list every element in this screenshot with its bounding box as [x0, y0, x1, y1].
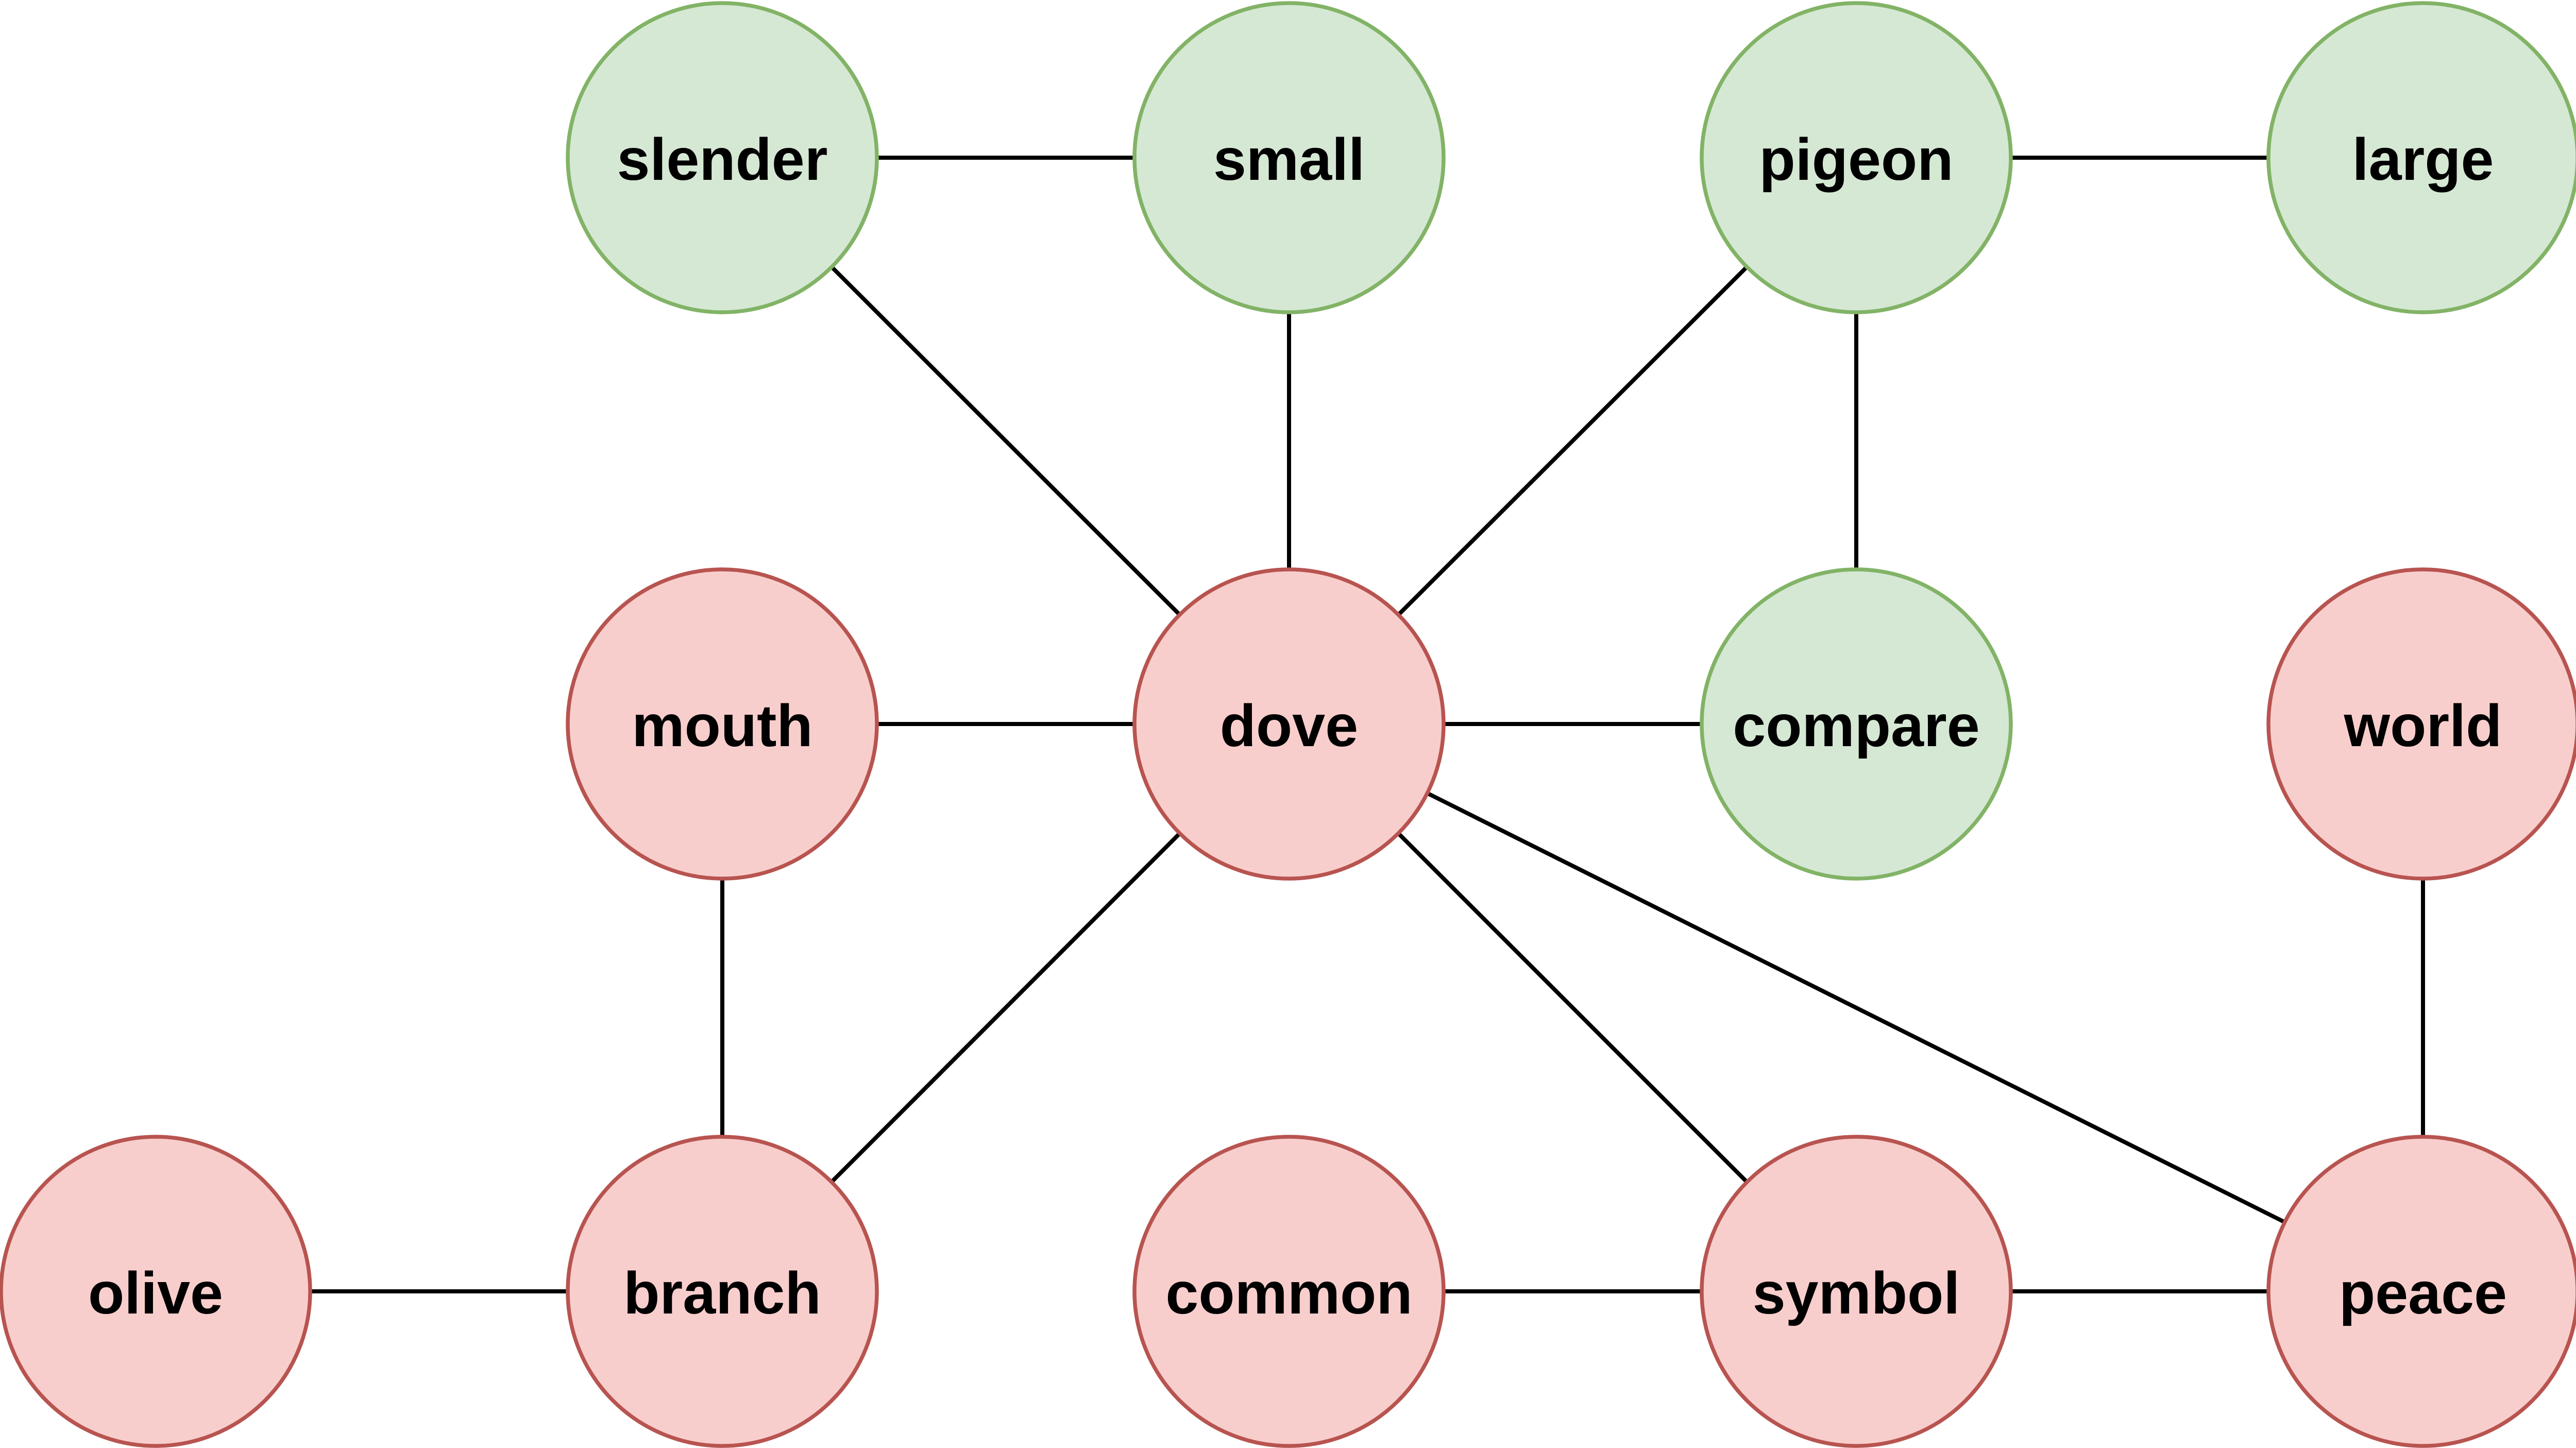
- node-circle-common: [1132, 1135, 1446, 1448]
- node-circle-peace: [2266, 1135, 2576, 1448]
- node-mouth: mouth: [566, 567, 879, 881]
- node-label-branch: branch: [623, 1260, 821, 1326]
- node-small: small: [1132, 1, 1446, 314]
- node-circle-large: [2266, 1, 2576, 314]
- node-label-small: small: [1213, 127, 1365, 193]
- edge-dove-peace: [1288, 722, 2424, 1293]
- node-dove: dove: [1132, 567, 1446, 881]
- node-branch: branch: [566, 1135, 879, 1448]
- node-world: world: [2266, 567, 2576, 881]
- node-label-peace: peace: [2339, 1260, 2507, 1326]
- node-circle-slender: [566, 1, 879, 314]
- node-circle-dove: [1132, 567, 1446, 881]
- node-circle-compare: [1700, 567, 2013, 881]
- node-circle-branch: [566, 1135, 879, 1448]
- node-peace: peace: [2266, 1135, 2576, 1448]
- node-symbol: symbol: [1700, 1135, 2013, 1448]
- node-common: common: [1132, 1135, 1446, 1448]
- node-label-symbol: symbol: [1753, 1260, 1960, 1326]
- node-label-world: world: [2344, 693, 2502, 759]
- node-label-compare: compare: [1733, 693, 1979, 759]
- node-circle-small: [1132, 1, 1446, 314]
- node-circle-olive: [0, 1135, 312, 1448]
- node-label-slender: slender: [617, 127, 827, 193]
- node-circle-mouth: [566, 567, 879, 881]
- node-label-olive: olive: [88, 1260, 223, 1326]
- node-olive: olive: [0, 1135, 312, 1448]
- node-label-large: large: [2352, 127, 2494, 193]
- node-circle-symbol: [1700, 1135, 2013, 1448]
- node-label-pigeon: pigeon: [1759, 127, 1954, 193]
- node-slender: slender: [566, 1, 879, 314]
- node-circle-pigeon: [1700, 1, 2013, 314]
- node-label-dove: dove: [1220, 693, 1358, 759]
- node-circle-world: [2266, 567, 2576, 881]
- node-compare: compare: [1700, 567, 2013, 881]
- node-label-mouth: mouth: [632, 693, 812, 759]
- node-pigeon: pigeon: [1700, 1, 2013, 314]
- node-label-common: common: [1165, 1260, 1412, 1326]
- node-large: large: [2266, 1, 2576, 314]
